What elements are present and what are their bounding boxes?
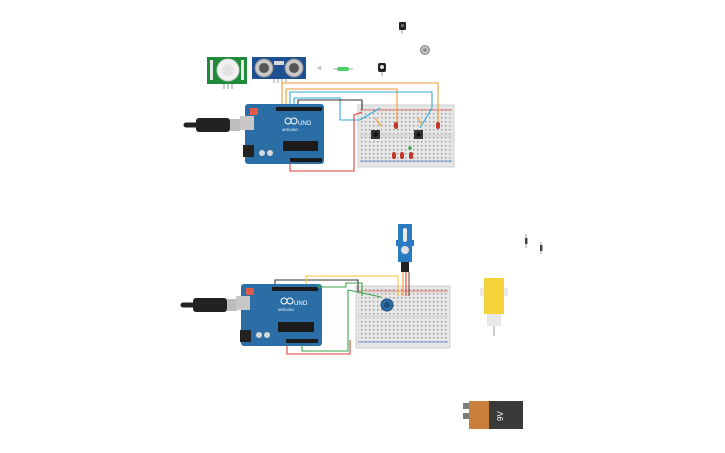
dc-gear-motor[interactable] <box>480 278 508 336</box>
potentiometer[interactable] <box>380 298 394 312</box>
red-led-2[interactable] <box>436 122 440 129</box>
wire-orange-3[interactable] <box>374 117 382 127</box>
red-led-3[interactable] <box>392 152 396 159</box>
green-led-small[interactable] <box>408 146 412 150</box>
battery-9v[interactable]: 9V <box>463 401 523 429</box>
push-button-1[interactable] <box>371 130 380 139</box>
photoresistor[interactable] <box>378 63 386 76</box>
wires-circuit-1 <box>281 82 439 172</box>
circuit-1: UNO ARDUINO <box>183 22 455 172</box>
circuit-2: UNO ARDUINO <box>180 224 543 429</box>
arduino-uno-board-1[interactable]: UNO ARDUINO <box>240 104 324 164</box>
wire-blue-1[interactable] <box>289 91 433 129</box>
wire-black-2[interactable] <box>274 279 359 292</box>
resistor-small[interactable] <box>317 66 322 70</box>
wire-red-2[interactable] <box>286 340 351 355</box>
wire-red-1[interactable] <box>289 111 363 172</box>
wire-blue-2[interactable] <box>293 97 381 121</box>
ir-receiver[interactable] <box>399 22 406 34</box>
red-led-4[interactable] <box>400 152 404 159</box>
ultrasonic-sensor[interactable] <box>252 57 306 83</box>
servo-motor[interactable] <box>396 224 414 272</box>
red-led-1[interactable] <box>394 122 398 129</box>
resistor-vertical-1[interactable] <box>525 234 528 248</box>
red-led-5[interactable] <box>409 152 413 159</box>
wire-yellow-1[interactable] <box>305 275 399 296</box>
wire-black-1[interactable] <box>297 99 363 110</box>
push-button-2[interactable] <box>414 130 423 139</box>
usb-cable[interactable] <box>183 118 240 132</box>
wire-orange-1[interactable] <box>281 82 439 122</box>
arduino-brand-label-2: ARDUINO <box>278 308 294 312</box>
potentiometer-small[interactable] <box>420 45 430 55</box>
arduino-uno-board-2[interactable]: UNO ARDUINO <box>236 284 322 346</box>
wire-green-2[interactable] <box>301 289 382 352</box>
usb-cable-2[interactable] <box>180 298 237 312</box>
pir-sensor[interactable] <box>207 57 247 89</box>
battery-label: 9V <box>496 411 505 421</box>
wire-orange-4[interactable] <box>417 117 423 127</box>
resistor-vertical-2[interactable] <box>540 242 543 254</box>
breadboard-2[interactable] <box>355 285 451 349</box>
arduino-brand-label-1: ARDUINO <box>282 128 298 132</box>
wire-green-1[interactable] <box>317 282 363 296</box>
arduino-uno-label-1: UNO <box>298 121 312 127</box>
arduino-uno-label-2: UNO <box>294 301 308 307</box>
wire-orange-2[interactable] <box>285 88 398 122</box>
wires-circuit-2 <box>274 272 410 355</box>
green-led[interactable] <box>333 67 353 71</box>
